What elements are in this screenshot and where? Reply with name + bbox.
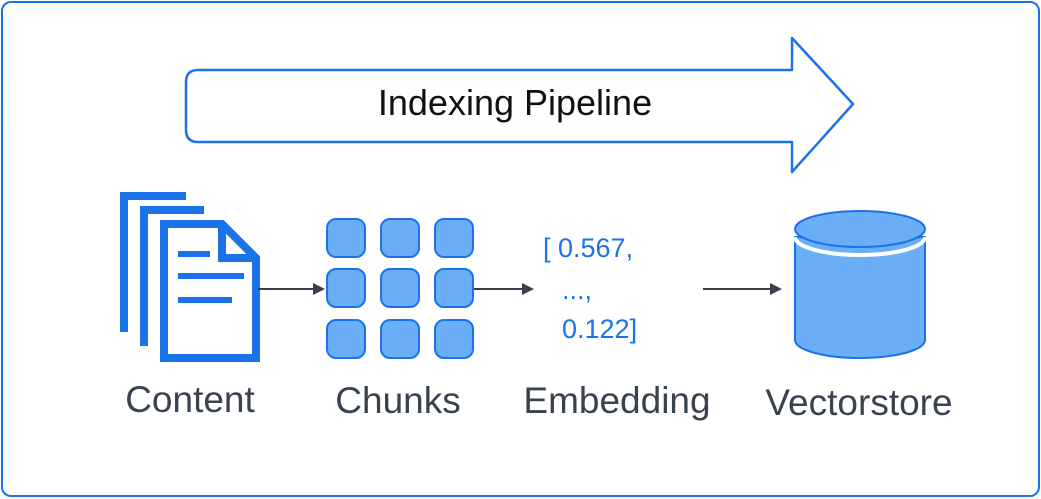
chunk-block: [380, 218, 420, 258]
chunk-block: [326, 319, 366, 359]
stage-label-chunks: Chunks: [335, 380, 460, 421]
embedding-value-line-3: 0.122]: [562, 314, 637, 344]
chunk-grid-icon: [326, 218, 474, 359]
chunk-block: [326, 268, 366, 308]
pipeline-title: Indexing Pipeline: [378, 82, 652, 123]
chunk-block: [380, 268, 420, 308]
stage-label-content: Content: [125, 379, 255, 420]
pipeline-arrow-banner: [184, 36, 855, 174]
stage-label-vectorstore: Vectorstore: [765, 382, 952, 423]
embedding-value-line-1: [ 0.567,: [543, 233, 633, 263]
chunk-block: [380, 319, 420, 359]
document-stack-icon: [120, 192, 260, 362]
chunk-block: [434, 268, 474, 308]
chunk-block: [434, 319, 474, 359]
chunk-block: [434, 218, 474, 258]
chunk-block: [326, 218, 366, 258]
database-cylinder-icon: [793, 210, 927, 359]
embedding-value-line-2: ...,: [562, 275, 592, 305]
stage-label-embedding: Embedding: [523, 380, 710, 421]
